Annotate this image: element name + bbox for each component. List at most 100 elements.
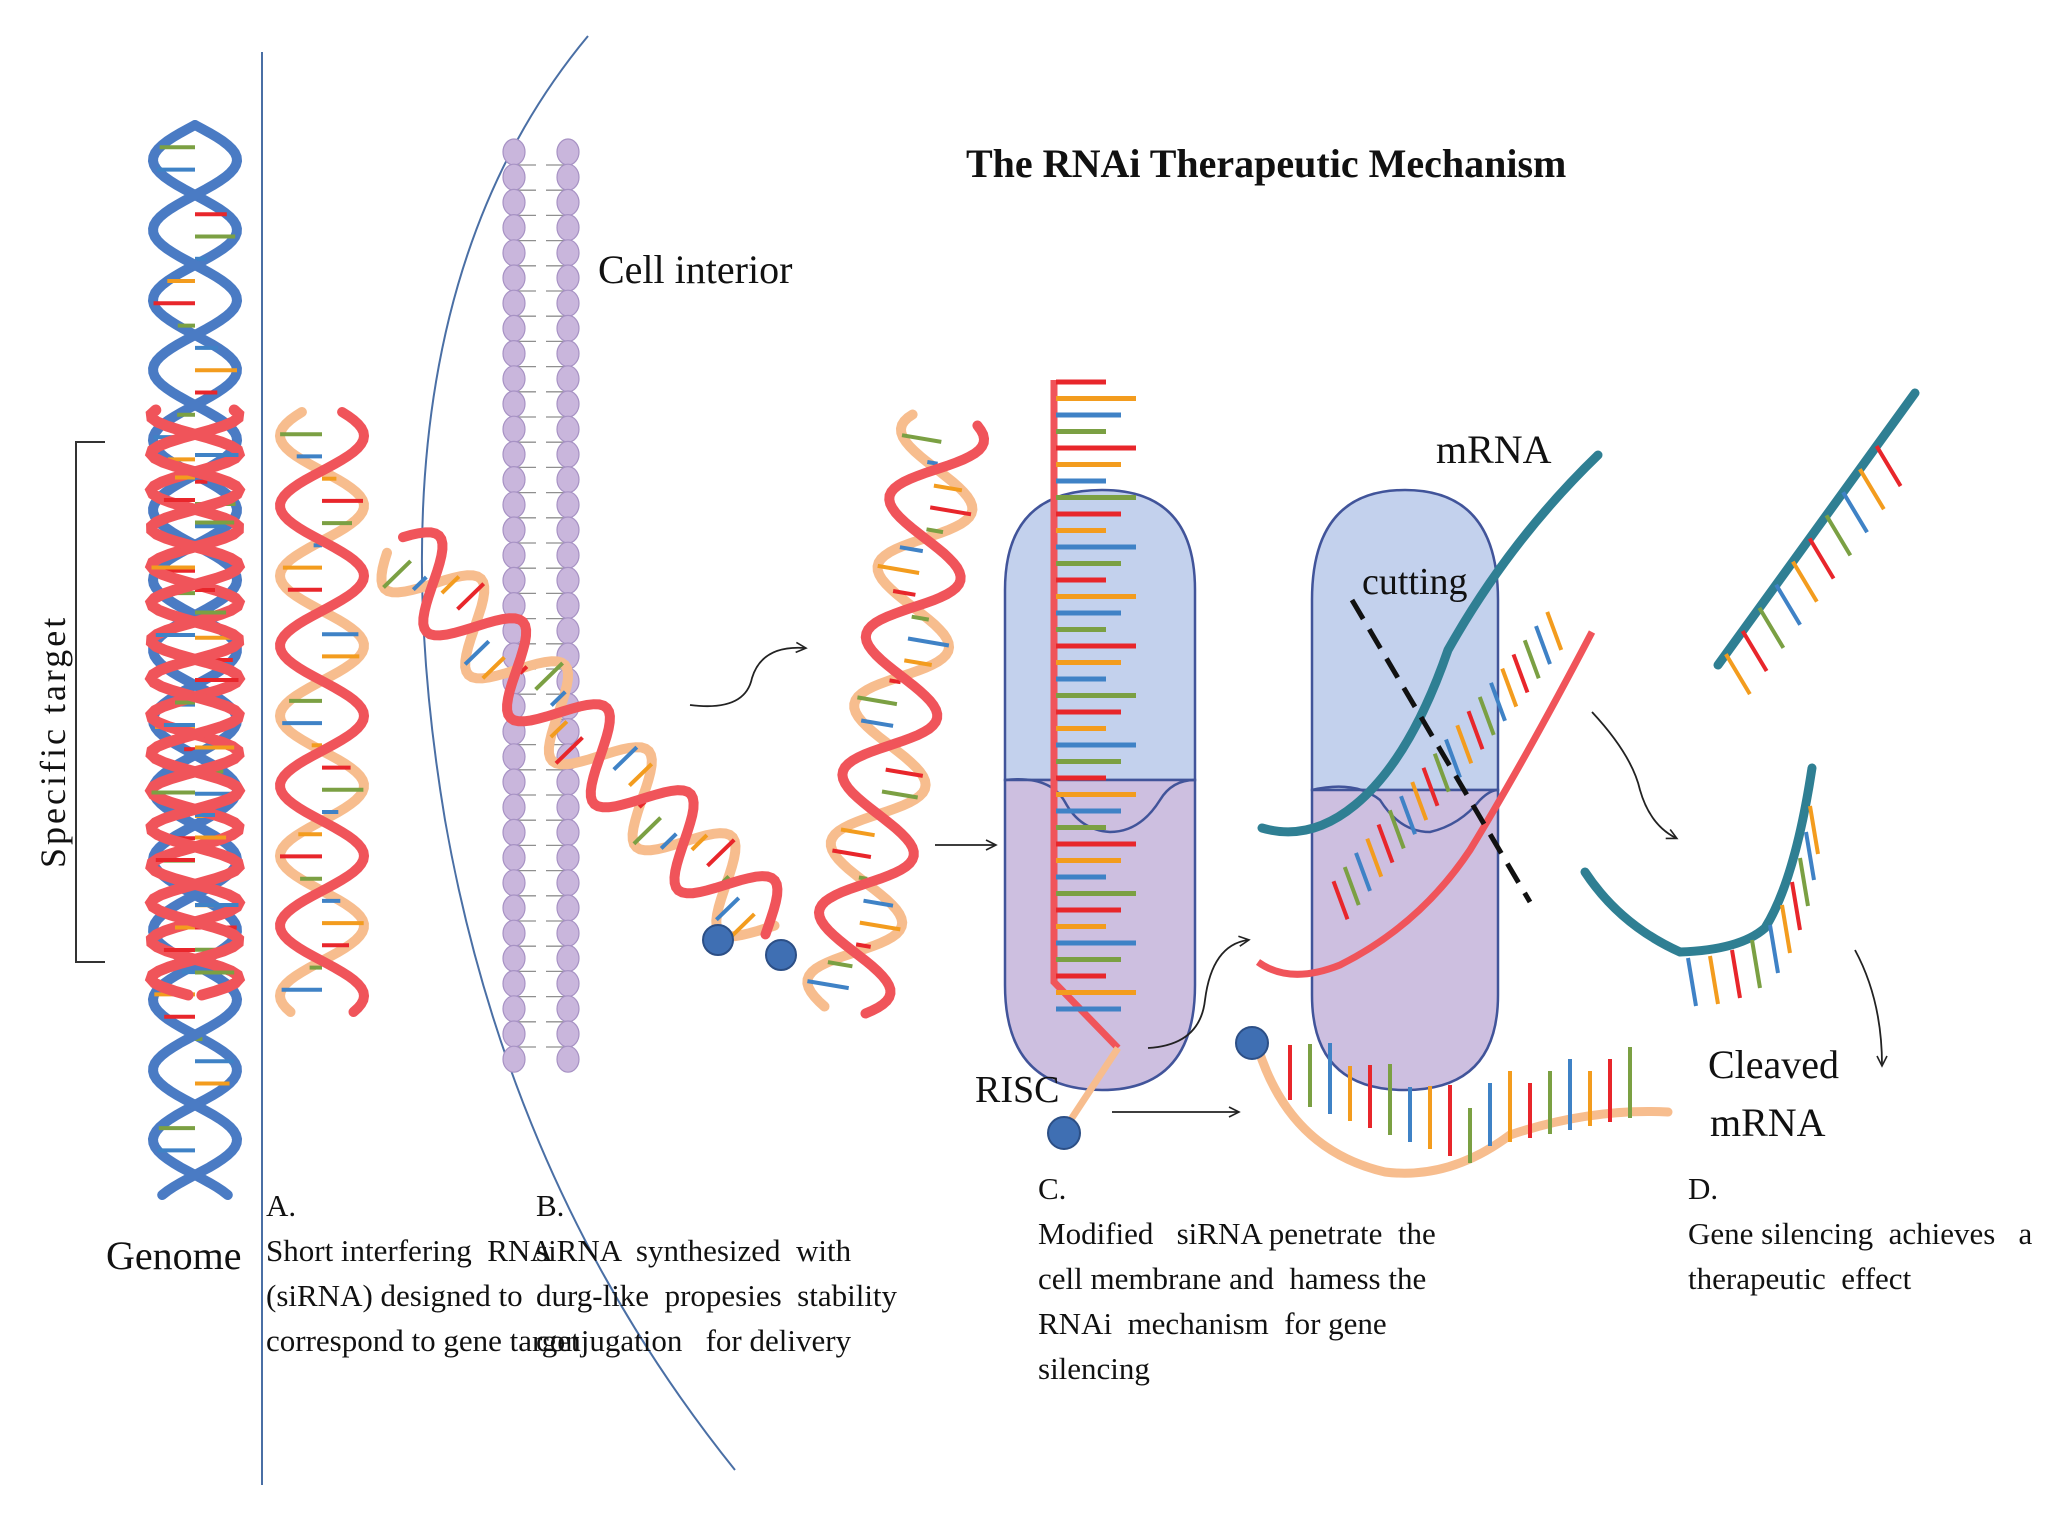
base-pair xyxy=(628,762,654,788)
lipid-head xyxy=(556,944,580,973)
lipid-head xyxy=(502,818,526,847)
caption-c-line-4: silencing xyxy=(1038,1351,1150,1386)
base-pair xyxy=(889,678,901,685)
mrna-base xyxy=(1466,710,1485,750)
base-pair xyxy=(612,745,639,772)
caption-d-letter: D. xyxy=(1688,1171,1719,1206)
lipid-head xyxy=(502,415,526,443)
lipid-head xyxy=(556,768,580,796)
caption-b-line-3: conjugation for delivery xyxy=(536,1323,852,1358)
lipid-head xyxy=(556,390,580,418)
guide-strand-red xyxy=(1255,630,1596,978)
lipid-head xyxy=(502,995,526,1023)
diagram-title: The RNAi Therapeutic Mechanism xyxy=(966,141,1567,186)
cleaved-base xyxy=(1757,606,1786,649)
base-pair xyxy=(926,527,944,535)
lipid-head xyxy=(502,163,526,191)
mrna-label: mRNA xyxy=(1436,427,1552,472)
mrna-base xyxy=(1421,767,1440,807)
lipid-head xyxy=(556,188,580,216)
cleaved-mrna-label: Cleaved mRNA xyxy=(1708,1036,1839,1152)
helix-strand xyxy=(274,407,369,1017)
lipid-head xyxy=(556,314,580,342)
lipid-head xyxy=(502,138,526,166)
cleaved-base xyxy=(1798,857,1810,907)
caption-c-line-3: RNAi mechanism for gene xyxy=(1038,1306,1387,1341)
lipid-head xyxy=(502,466,526,494)
base-pair xyxy=(554,736,584,765)
cleaved-word: Cleaved xyxy=(1708,1042,1840,1087)
helix-strand xyxy=(398,527,783,940)
lipid-head xyxy=(556,969,580,998)
lipid-head xyxy=(502,566,526,595)
base-pair xyxy=(885,767,924,778)
cleaved-base xyxy=(1768,924,1780,974)
mrna-base xyxy=(1455,724,1474,765)
base-pair xyxy=(411,575,428,592)
lipid-head xyxy=(502,1045,526,1073)
base-pair xyxy=(863,898,894,908)
arrow-down-from-cleaved xyxy=(1854,949,1888,1068)
base-pair xyxy=(840,827,875,838)
cleaved-fragment-bottom xyxy=(1580,763,1817,957)
lipid-head xyxy=(502,743,526,771)
base-pair xyxy=(659,832,678,850)
mrna-word: mRNA xyxy=(1710,1100,1826,1145)
lipid-head xyxy=(556,491,580,519)
base-pair xyxy=(933,483,963,493)
risc-strand-tail xyxy=(1061,1046,1121,1132)
lipid-head xyxy=(502,516,526,544)
mrna-base xyxy=(1331,880,1350,920)
lipid-head xyxy=(502,491,526,519)
genome-label: Genome xyxy=(106,1233,242,1278)
base-pair xyxy=(911,614,930,622)
cleaved-base xyxy=(1750,939,1762,989)
base-pair xyxy=(827,960,853,969)
cleaved-base xyxy=(1791,560,1819,603)
cleaved-base xyxy=(1807,537,1836,580)
lipid-head xyxy=(502,314,526,342)
lipid-head xyxy=(556,541,580,569)
cleaved-base xyxy=(1740,629,1769,673)
lipid-head xyxy=(502,289,526,317)
cutting-label: cutting xyxy=(1362,561,1468,603)
cell-interior-label: Cell interior xyxy=(598,247,793,292)
lipid-head xyxy=(556,843,580,872)
lipid-head xyxy=(556,340,580,368)
lipid-head xyxy=(556,289,580,317)
lipid-head xyxy=(502,264,526,292)
sirna-cap-2 xyxy=(765,939,797,971)
mrna-base xyxy=(1410,781,1429,821)
caption-c-letter: C. xyxy=(1038,1171,1067,1206)
mrna-base xyxy=(1534,625,1552,665)
mrna-base xyxy=(1500,667,1519,708)
risc-label: RISC xyxy=(975,1069,1060,1111)
lipid-head xyxy=(502,541,526,569)
base-pair xyxy=(440,575,461,595)
base-pair xyxy=(518,665,529,675)
guide-strand-cap xyxy=(1235,1026,1269,1060)
base-pair xyxy=(382,559,412,589)
base-pair xyxy=(463,639,491,666)
cleaved-base xyxy=(1780,904,1792,954)
lipid-head xyxy=(556,818,580,847)
mrna-base xyxy=(1432,752,1451,793)
caption-b-line-2: durg-like propesies stability xyxy=(536,1278,898,1313)
cleaved-base xyxy=(1808,805,1820,855)
lipid-head xyxy=(502,188,526,216)
lipid-head xyxy=(556,365,580,393)
base-pair xyxy=(877,563,920,575)
lipid-bilayer xyxy=(502,138,580,1073)
risc-strand-red xyxy=(1050,380,1121,1051)
base-pair xyxy=(715,896,741,922)
cleaved-base xyxy=(1774,583,1802,626)
lipid-head xyxy=(556,566,580,595)
lipid-head xyxy=(556,894,580,922)
lipid-head xyxy=(556,415,580,443)
lipid-head xyxy=(556,264,580,292)
caption-a: A. Short interfering RNA (siRNA) designe… xyxy=(266,1183,580,1363)
cleaved-base xyxy=(1858,468,1886,511)
cleaved-base xyxy=(1724,653,1752,696)
lipid-head xyxy=(502,365,526,393)
